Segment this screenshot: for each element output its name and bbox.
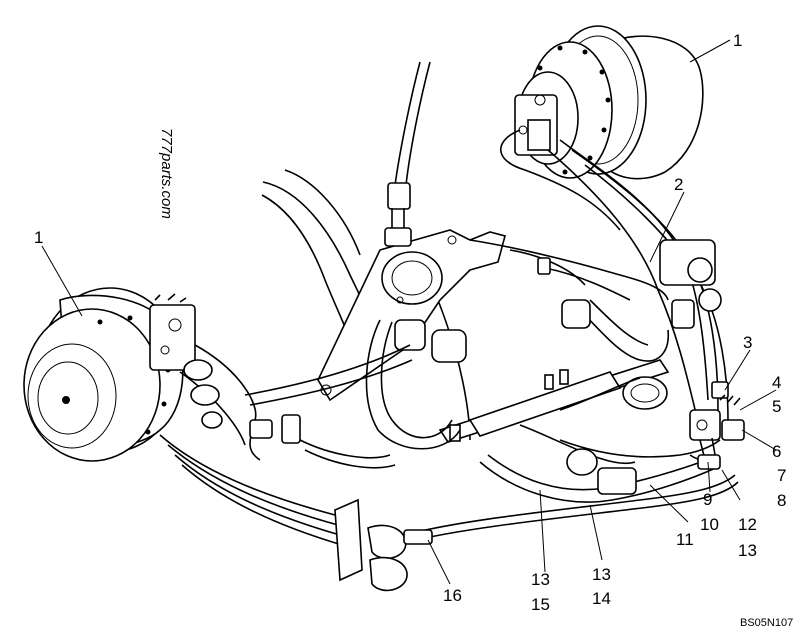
- callout-15: 15: [531, 595, 550, 614]
- callout-14: 14: [592, 589, 611, 608]
- callout-12: 12: [738, 515, 757, 534]
- reference-code: BS05N107: [740, 617, 793, 629]
- right-motor-hoses: [499, 129, 729, 431]
- callout-6: 6: [772, 442, 781, 461]
- callout-3: 3: [743, 333, 752, 352]
- callout-2: 2: [674, 175, 683, 194]
- crossing-hoses: [365, 239, 721, 503]
- bulkhead-bracket: [334, 474, 739, 592]
- callout-leader-lines: [41, 39, 777, 585]
- callout-7: 7: [777, 466, 786, 485]
- callout-10: 10: [700, 515, 719, 534]
- callout-11: 11: [676, 530, 694, 549]
- left-drive-motor: [23, 287, 196, 462]
- callout-4: 4: [772, 373, 781, 392]
- callout-16: 16: [443, 586, 462, 605]
- watermark: 777parts.com: [158, 128, 175, 219]
- callout-9: 9: [703, 490, 712, 509]
- machine-frame: [261, 169, 670, 465]
- callout-labels: 1 1 2 3 4 5 6 7 8 9 10 11 12 13 13 13 14…: [34, 31, 786, 614]
- right-drive-motor: [514, 25, 704, 180]
- callout-8: 8: [777, 491, 786, 510]
- callout-13-middle: 13: [592, 565, 611, 584]
- callout-13-right: 13: [738, 541, 757, 560]
- upper-supply-hose: [384, 61, 431, 247]
- callout-5: 5: [772, 397, 781, 416]
- left-motor-hoses: [159, 344, 413, 546]
- callout-1-left: 1: [34, 228, 43, 247]
- callout-13-left: 13: [531, 570, 550, 589]
- callout-1-right: 1: [733, 31, 742, 50]
- valve-cluster: [689, 381, 745, 470]
